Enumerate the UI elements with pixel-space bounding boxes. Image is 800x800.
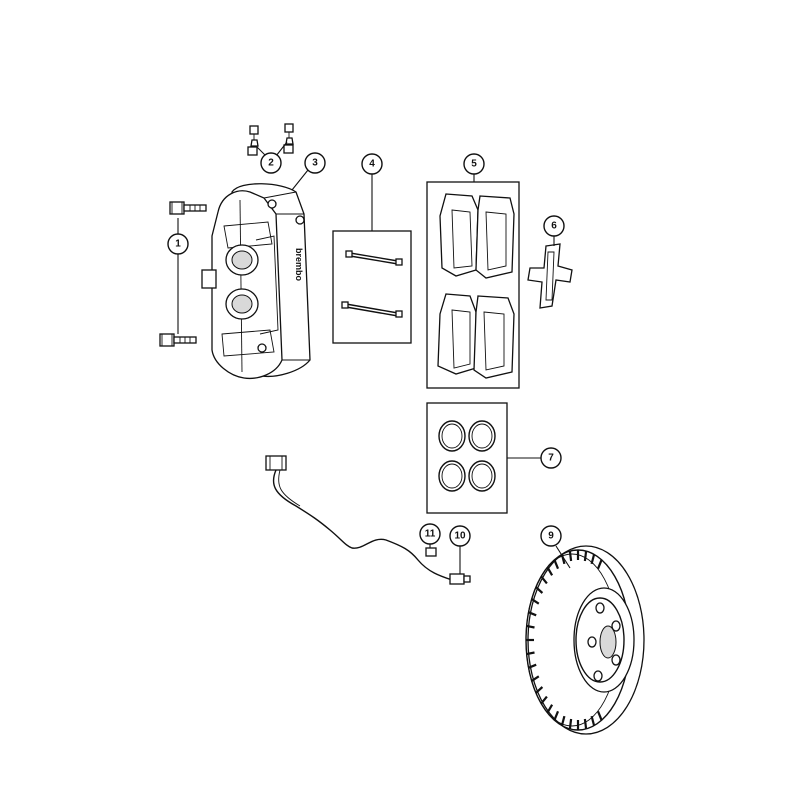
callout-10: 10 (449, 525, 471, 547)
callout-11: 11 (419, 523, 441, 545)
vent-slot (535, 586, 544, 594)
vent-slot (553, 710, 560, 721)
vent-slot (531, 598, 540, 605)
vent-slot (560, 715, 566, 726)
lower-bolt (159, 333, 197, 347)
callout-number: 11 (425, 529, 436, 540)
callout-number: 5 (471, 159, 477, 170)
callout-4: 4 (361, 153, 383, 175)
brake-rotor (525, 545, 645, 735)
rotor-vent-slots (526, 550, 603, 730)
vent-slot (528, 611, 537, 617)
upper-bolt (169, 201, 207, 215)
callout-number: 7 (548, 453, 554, 464)
brake-caliper: brembo (201, 183, 311, 380)
vent-slot (540, 575, 548, 585)
vent-slot (540, 695, 548, 705)
vent-slot (583, 718, 588, 730)
vent-slot (528, 663, 537, 669)
bleeder-screws (247, 123, 294, 157)
vent-slot (590, 715, 596, 726)
callout-9: 9 (540, 525, 562, 547)
callout-6: 6 (543, 215, 565, 237)
vent-slot (553, 559, 560, 570)
callout-number: 2 (268, 158, 274, 169)
callout-2: 2 (260, 152, 282, 174)
caliper-mounting-bolts (159, 201, 207, 347)
anti-rattle-clip (527, 236, 573, 309)
callout-3: 3 (291, 152, 326, 191)
vent-slot (546, 566, 554, 576)
vent-slot (526, 651, 535, 656)
vent-slot (590, 554, 596, 565)
vent-slot (568, 550, 573, 562)
vent-slot (596, 559, 603, 570)
vent-slot (526, 624, 535, 629)
vent-slot (596, 710, 603, 721)
callout-number: 9 (548, 531, 554, 542)
callout-5: 5 (463, 153, 485, 175)
callout-number: 10 (454, 531, 466, 542)
pad-pins-box (332, 174, 412, 344)
caliper-brand-text: brembo (294, 248, 304, 282)
vent-slot (535, 686, 544, 694)
brake-pads-box (426, 174, 520, 389)
callout-number: 6 (551, 221, 557, 232)
vent-slot (583, 550, 588, 562)
callout-number: 1 (175, 239, 181, 250)
callout-1: 1 (167, 233, 189, 255)
vent-slot (546, 704, 554, 714)
wear-sensor-harness (265, 455, 471, 585)
seal-kit-box (426, 402, 541, 514)
vent-slot (568, 718, 573, 730)
upper-pin (345, 250, 403, 266)
callout-number: 4 (369, 159, 375, 170)
callout-number: 3 (312, 158, 318, 169)
lower-pin (341, 301, 403, 318)
callout-7: 7 (540, 447, 562, 469)
vent-slot (531, 675, 540, 682)
